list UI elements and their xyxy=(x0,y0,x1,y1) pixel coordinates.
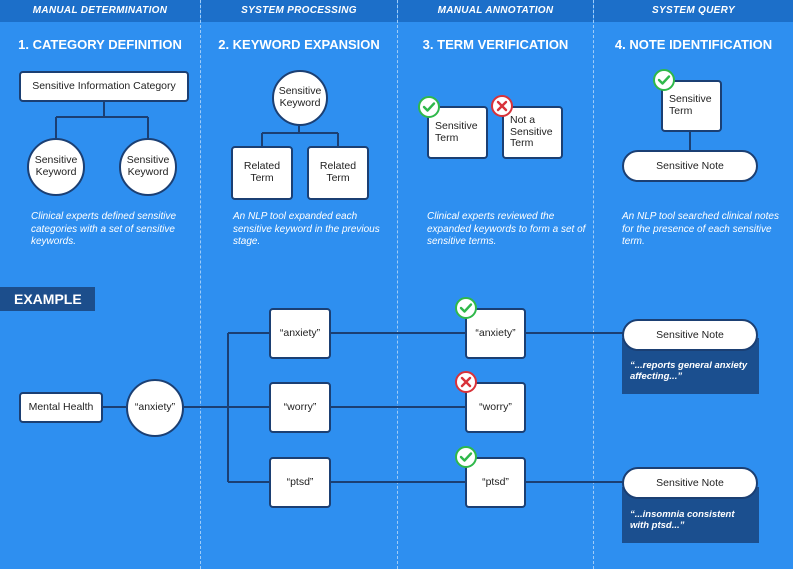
rejected-term-box: Not a Sensitive Term xyxy=(502,106,563,159)
check-icon xyxy=(455,297,477,319)
verified-term-box: “anxiety” xyxy=(465,308,526,359)
expanded-term-box: “anxiety” xyxy=(269,308,331,359)
keyword-node: Sensitive Keyword xyxy=(119,138,177,196)
stage-header-3: MANUAL ANNOTATION xyxy=(398,0,593,22)
keyword-node: Sensitive Keyword xyxy=(272,70,328,126)
stage-header-2: SYSTEM PROCESSING xyxy=(201,0,397,22)
stage-separator xyxy=(593,0,594,569)
verified-term-box: “ptsd” xyxy=(465,457,526,508)
stage-separator xyxy=(397,0,398,569)
x-icon xyxy=(491,95,513,117)
check-icon xyxy=(455,446,477,468)
stage-title-4: 4. NOTE IDENTIFICATION xyxy=(614,37,773,52)
example-label: EXAMPLE xyxy=(0,287,95,311)
x-icon xyxy=(455,371,477,393)
expanded-term-box: “ptsd” xyxy=(269,457,331,508)
sensitive-note-pill: Sensitive Note xyxy=(622,319,758,351)
keyword-node: Sensitive Keyword xyxy=(27,138,85,196)
stage-separator xyxy=(200,0,201,569)
check-icon xyxy=(653,69,675,91)
stage-description-1: Clinical experts defined sensitive categ… xyxy=(31,211,177,247)
stage-title-1: 1. CATEGORY DEFINITION xyxy=(18,37,182,52)
stage-title-3: 3. TERM VERIFICATION xyxy=(422,37,569,52)
stage-description-4: An NLP tool searched clinical notes for … xyxy=(622,211,779,247)
check-icon xyxy=(418,96,440,118)
rejected-term-box: “worry” xyxy=(465,382,526,433)
expanded-term-box: “worry” xyxy=(269,382,331,433)
stage-description-3: Clinical experts reviewed the expanded k… xyxy=(427,211,586,247)
related-term-box: Related Term xyxy=(231,146,293,200)
stage-description-2: An NLP tool expanded each sensitive keyw… xyxy=(233,211,380,247)
example-category-box: Mental Health xyxy=(19,392,103,423)
stage-header-1: MANUAL DETERMINATION xyxy=(0,0,200,22)
identified-term-box: Sensitive Term xyxy=(661,80,722,132)
example-keyword-node: “anxiety” xyxy=(126,379,184,437)
verified-term-box: Sensitive Term xyxy=(427,106,488,159)
stage-header-4: SYSTEM QUERY xyxy=(594,0,793,22)
stage-title-2: 2. KEYWORD EXPANSION xyxy=(218,37,380,52)
related-term-box: Related Term xyxy=(307,146,369,200)
category-box: Sensitive Information Category xyxy=(19,71,189,102)
sensitive-note-pill: Sensitive Note xyxy=(622,150,758,182)
sensitive-note-pill: Sensitive Note xyxy=(622,467,758,499)
